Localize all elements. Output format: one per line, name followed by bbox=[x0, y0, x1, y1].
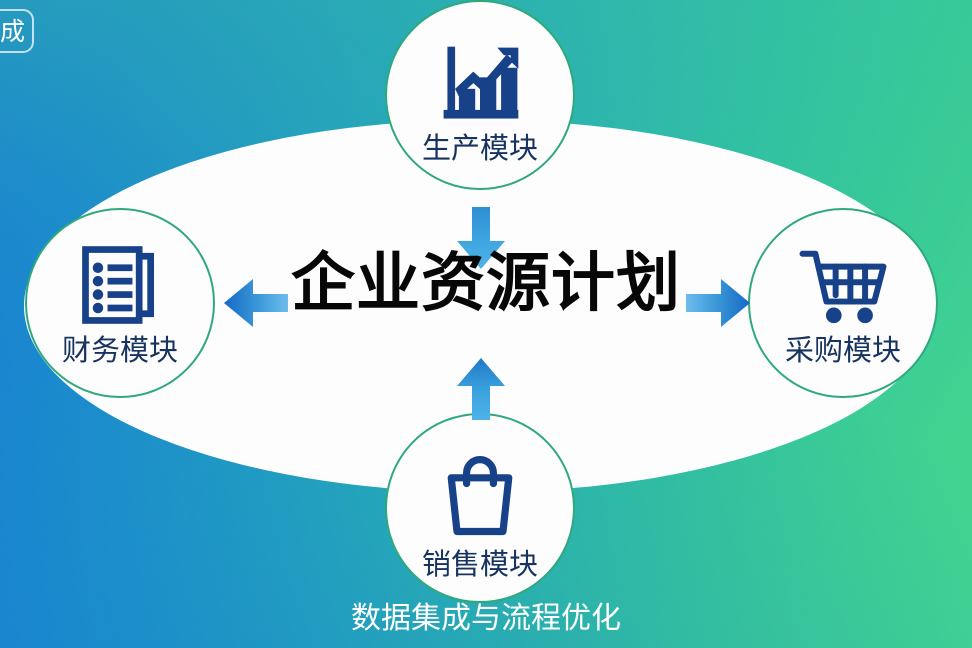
module-label-procurement: 采购模块 bbox=[784, 332, 901, 367]
module-node-sales[interactable]: 销售模块 bbox=[385, 413, 575, 603]
checklist-document-icon bbox=[74, 242, 166, 328]
shopping-bag-icon bbox=[434, 454, 526, 540]
module-node-procurement[interactable]: 采购模块 bbox=[748, 208, 938, 398]
corner-badge-label: 成 bbox=[0, 16, 25, 46]
arrow-up-icon bbox=[455, 358, 507, 420]
module-node-finance[interactable]: 财务模块 bbox=[25, 208, 215, 398]
module-label-sales: 销售模块 bbox=[421, 546, 538, 581]
bar-chart-growth-icon bbox=[434, 42, 526, 128]
arrow-right-icon bbox=[686, 277, 750, 329]
hub-title: 企业资源计划 bbox=[291, 247, 681, 321]
module-node-production[interactable]: 生产模块 bbox=[385, 0, 575, 190]
footer-caption: 数据集成与流程优化 bbox=[351, 601, 621, 636]
module-label-production: 生产模块 bbox=[421, 130, 538, 165]
arrow-down-icon bbox=[455, 207, 507, 269]
arrow-left-icon bbox=[224, 277, 288, 329]
module-label-finance: 财务模块 bbox=[61, 332, 178, 367]
corner-badge[interactable]: 成 bbox=[0, 9, 34, 53]
shopping-cart-icon bbox=[797, 242, 889, 328]
